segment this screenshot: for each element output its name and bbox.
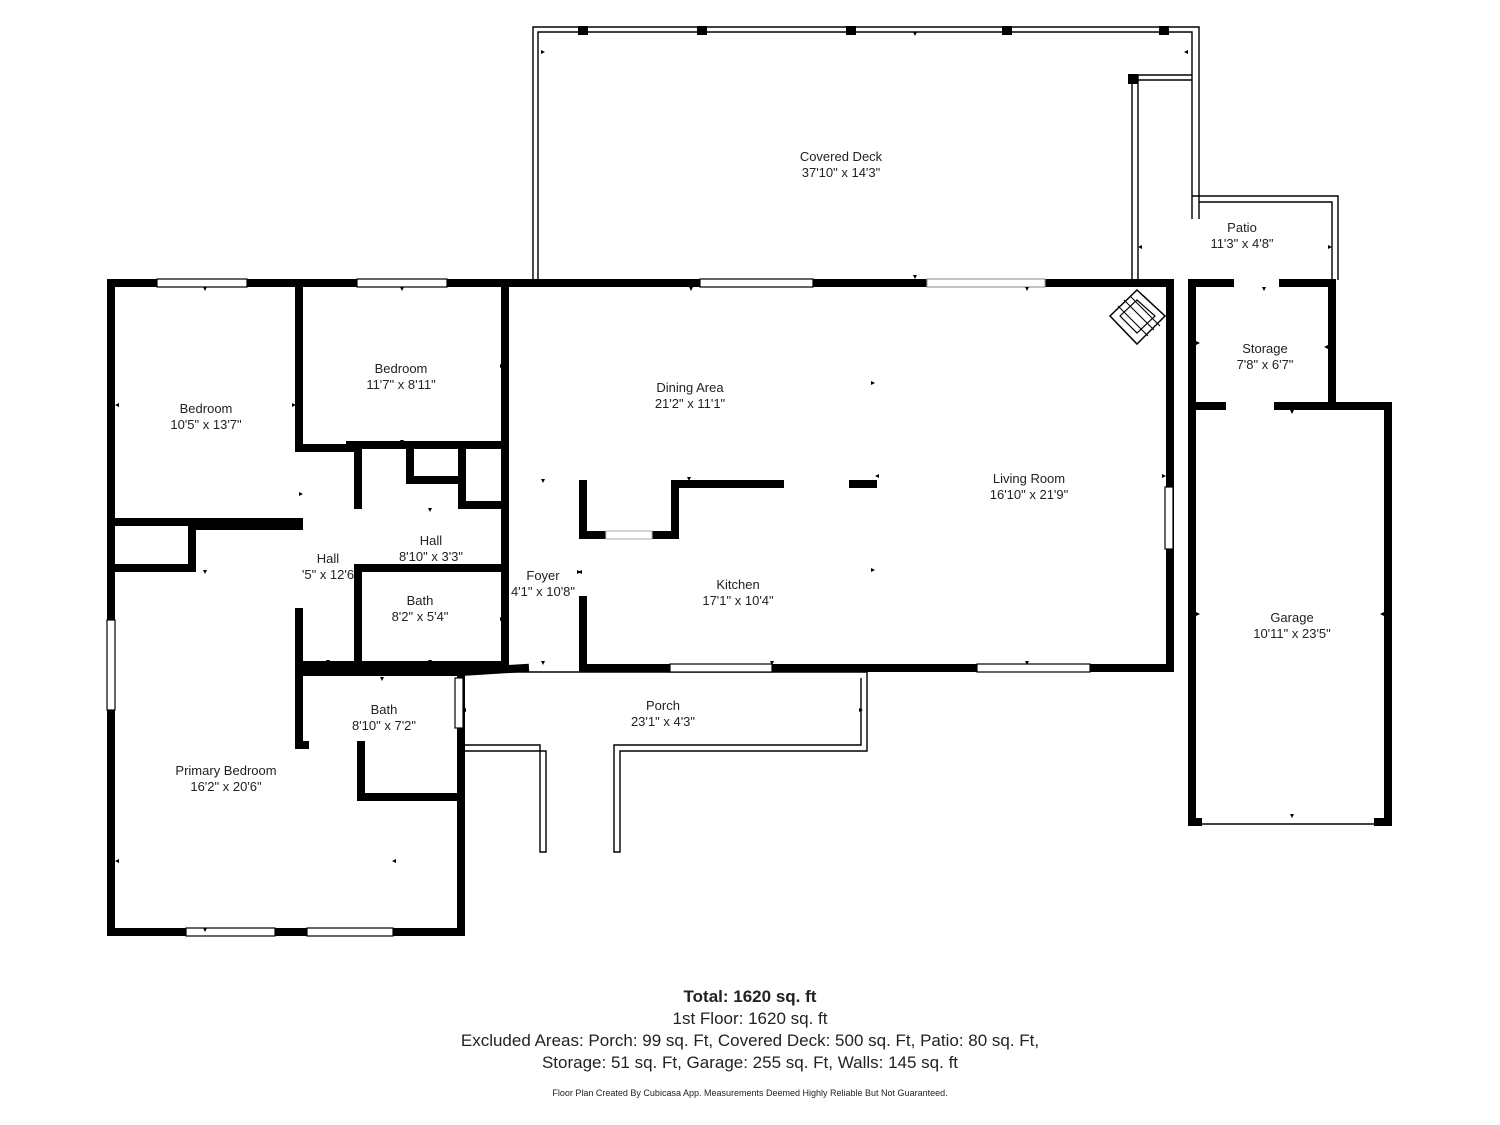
svg-text:Hall: Hall [317,551,340,566]
svg-text:Storage: Storage [1242,341,1288,356]
area-summary: Total: 1620 sq. ft 1st Floor: 1620 sq. f… [0,986,1500,1098]
floor-area: 1st Floor: 1620 sq. ft [672,1009,828,1028]
svg-text:10'11" x 23'5": 10'11" x 23'5" [1253,626,1331,641]
svg-text:Garage: Garage [1270,610,1313,625]
svg-text:4'1" x 10'8": 4'1" x 10'8" [511,584,575,599]
excluded-areas-line-2: Storage: 51 sq. Ft, Garage: 255 sq. Ft, … [541,1053,959,1072]
fireplace-icon [1108,288,1167,346]
room-bath-1: Bath 8'2" x 5'4" [392,593,449,624]
dimension-ticks [115,32,1384,932]
svg-text:8'2" x 5'4": 8'2" x 5'4" [392,609,449,624]
svg-text:Bath: Bath [407,593,434,608]
svg-text:Porch: Porch [646,698,680,713]
floor-plan: Covered Deck 37'10" x 14'3" Patio 11'3" … [106,26,1392,937]
svg-text:17'1" x 10'4": 17'1" x 10'4" [702,593,774,608]
exterior-walls [107,279,1174,936]
room-dining-area: Dining Area 21'2" x 11'1" [655,380,726,411]
interior-walls [107,279,877,801]
svg-text:8'10" x 3'3": 8'10" x 3'3" [399,549,463,564]
svg-text:37'10" x 14'3": 37'10" x 14'3" [802,165,881,180]
room-garage: Garage 10'11" x 23'5" [1253,610,1331,641]
svg-text:Dining Area: Dining Area [656,380,724,395]
svg-text:'5" x 12'6: '5" x 12'6 [302,567,354,582]
room-primary-bedroom: Primary Bedroom 16'2" x 20'6" [175,763,276,794]
svg-text:11'3" x 4'8": 11'3" x 4'8" [1210,236,1273,251]
room-storage: Storage 7'8" x 6'7" [1237,341,1294,372]
svg-text:11'7" x 8'11": 11'7" x 8'11" [366,377,436,392]
excluded-areas-line-1: Excluded Areas: Porch: 99 sq. Ft, Covere… [460,1031,1040,1050]
svg-text:Living Room: Living Room [993,471,1065,486]
svg-text:Primary Bedroom: Primary Bedroom [175,763,276,778]
svg-text:Bedroom: Bedroom [180,401,233,416]
room-hall-2: Hall '5" x 12'6 [302,551,354,582]
room-kitchen: Kitchen 17'1" x 10'4" [702,577,774,608]
svg-text:23'1" x 4'3": 23'1" x 4'3" [631,714,695,729]
room-covered-deck: Covered Deck 37'10" x 14'3" [800,149,883,180]
svg-text:Kitchen: Kitchen [716,577,759,592]
svg-text:Patio: Patio [1227,220,1257,235]
svg-text:8'10" x 7'2": 8'10" x 7'2" [352,718,416,733]
porch-outline [462,671,868,853]
svg-text:16'10" x 21'9": 16'10" x 21'9" [990,487,1069,502]
room-bedroom-1: Bedroom 11'7" x 8'11" [366,361,436,392]
room-patio: Patio 11'3" x 4'8" [1210,220,1273,251]
svg-text:Foyer: Foyer [526,568,560,583]
svg-text:Covered Deck: Covered Deck [800,149,883,164]
svg-text:Bath: Bath [371,702,398,717]
room-bath-2: Bath 8'10" x 7'2" [352,702,416,733]
windows [106,278,1174,937]
patio-outline [1192,195,1339,280]
svg-text:Bedroom: Bedroom [375,361,428,376]
svg-text:7'8" x 6'7": 7'8" x 6'7" [1237,357,1294,372]
total-area: Total: 1620 sq. ft [683,987,817,1006]
room-hall-1: Hall 8'10" x 3'3" [399,533,463,564]
svg-text:Hall: Hall [420,533,443,548]
covered-deck-outline [532,26,1200,280]
svg-text:16'2" x 20'6": 16'2" x 20'6" [190,779,262,794]
room-porch: Porch 23'1" x 4'3" [631,698,695,729]
credit-note: Floor Plan Created By Cubicasa App. Meas… [552,1088,948,1098]
storage-garage-walls [1188,279,1392,826]
svg-text:10'5" x 13'7": 10'5" x 13'7" [170,417,242,432]
room-foyer: Foyer 4'1" x 10'8" [511,568,575,599]
room-living-room: Living Room 16'10" x 21'9" [990,471,1069,502]
svg-text:21'2" x 11'1": 21'2" x 11'1" [655,396,726,411]
room-bedroom-2: Bedroom 10'5" x 13'7" [170,401,242,432]
